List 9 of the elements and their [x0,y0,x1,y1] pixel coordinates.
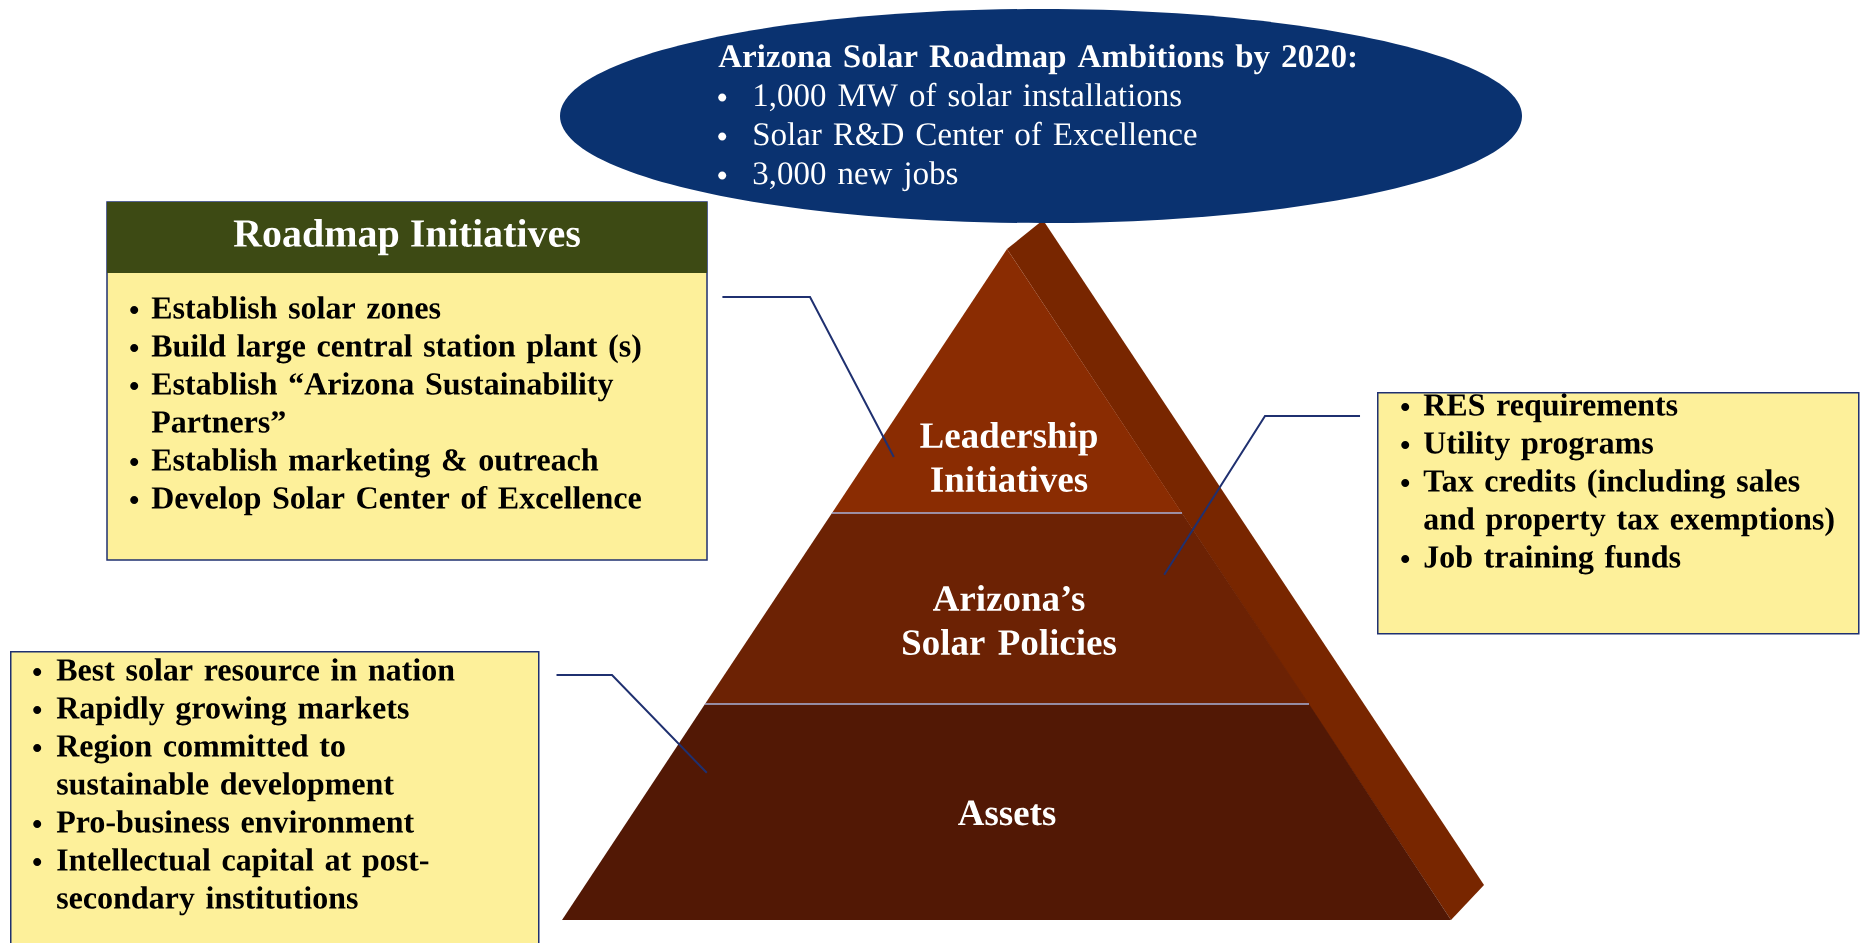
pyramid-layer: Arizona’s Solar Policies [705,513,1309,704]
leader-line [555,674,708,774]
pyramid-layer: Leadership Initiatives [832,249,1182,513]
leader-line [721,296,895,458]
pyramid-layer: Assets [562,704,1451,920]
leader-line [1163,415,1361,576]
list-box: Best solar resource in nation Rapidly growing markets Region committed to sustainable development Pro-business environment Intellectual capital at post-secondary institutions [10,651,540,943]
list-box: Roadmap Initiatives Establish solar zones Build large central station plant (s) Establish “Arizona Sustainability Partners” Establish marketing & outreach Develop Solar Center of Excellence [106,201,708,561]
list-box: RES requirements Utility programs Tax credits (including sales and property tax exemptions) Job training funds [1377,392,1860,635]
